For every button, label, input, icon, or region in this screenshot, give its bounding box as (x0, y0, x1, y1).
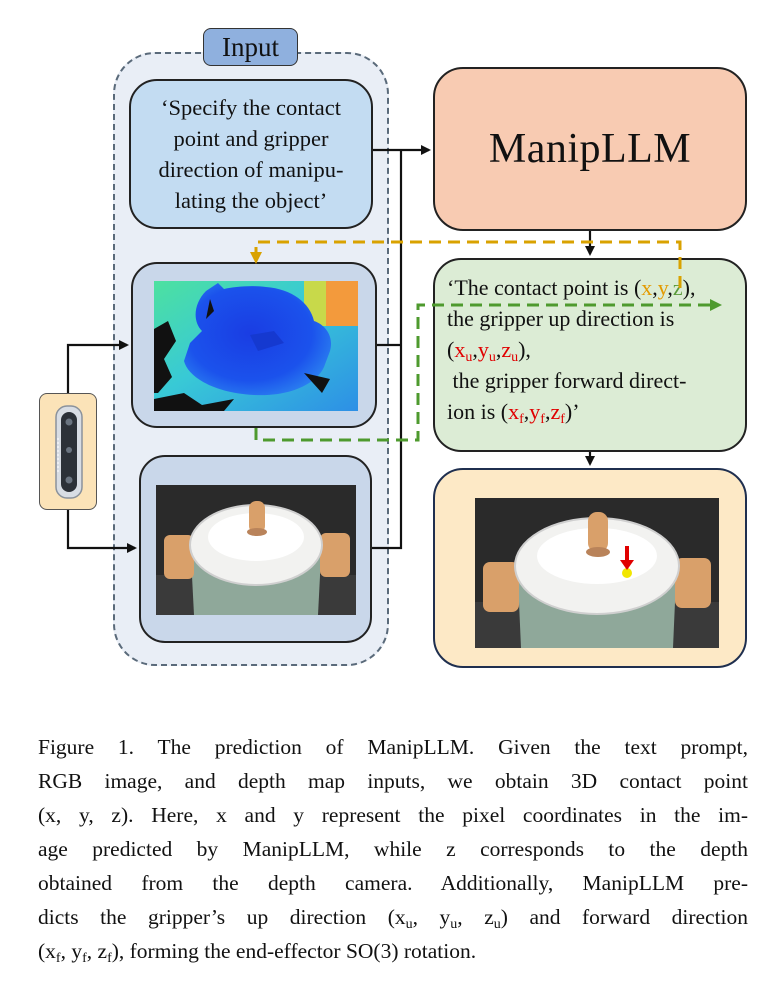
response-text: ion is ( (447, 399, 509, 424)
up-y: yu (477, 337, 496, 365)
up-z-base: z (501, 337, 512, 362)
response-text: ( (447, 337, 455, 362)
prompt-line: direction of manipu- (158, 157, 344, 182)
camera-to-rgb-arrow (66, 510, 137, 553)
rgb-to-merge-line (372, 150, 403, 550)
z-dashed-arrow (254, 299, 722, 442)
fwd-x-sub: f (519, 412, 524, 427)
manipllm-box: ManipLLM (433, 67, 747, 231)
caption-line: age predicted by ManipLLM, while z corre… (38, 832, 748, 866)
caption-line: RGB image, and depth map inputs, we obta… (38, 764, 748, 798)
contact-x: x (641, 275, 653, 300)
model-name: ManipLLM (488, 126, 692, 172)
up-y-sub: u (488, 350, 496, 365)
depth-camera-icon (55, 405, 83, 499)
input-label: Input (203, 28, 298, 66)
figure-caption: Figure 1. The prediction of ManipLLM. Gi… (38, 730, 748, 968)
response-text: , (544, 399, 551, 424)
up-z-sub: u (511, 350, 519, 365)
response-text: , (523, 399, 530, 424)
prompt-box: ‘Specify the contact point and gripper d… (129, 79, 373, 229)
caption-text: , y (412, 905, 451, 929)
prediction-pot-image (475, 498, 719, 648)
caption-text: (x (38, 939, 56, 963)
contact-z: z (672, 275, 683, 300)
connector-layer (66, 145, 722, 553)
caption-sub: f (55, 951, 61, 966)
response-line-5: ion is (xf,yf,zf)’ (447, 396, 745, 427)
response-text: , (495, 337, 502, 362)
caption-text: obtained from the depth camera. Addition… (38, 871, 748, 895)
response-line-1: ‘The contact point is (x,y,z), (447, 272, 745, 303)
response-text: ‘The contact point is ( (447, 275, 642, 300)
response-line-2: the gripper up direction is (447, 306, 675, 331)
red-down-arrow-icon (620, 546, 634, 570)
depth-image-frame (131, 262, 377, 428)
prompt-line: ‘Specify the contact (161, 95, 341, 120)
caption-sub: f (82, 951, 87, 966)
response-text: ), (682, 275, 696, 300)
caption-sub: u (493, 917, 501, 932)
caption-text: age predicted by ManipLLM, while z corre… (38, 837, 748, 861)
caption-text: ), forming the end-effector SO(3) rotati… (111, 939, 477, 963)
caption-sub: f (107, 951, 112, 966)
rgb-image-frame (139, 455, 372, 643)
fwd-z-base: z (550, 399, 561, 424)
response-text: , (472, 337, 478, 362)
prediction-frame (433, 468, 747, 668)
response-text: ), (518, 337, 531, 362)
fwd-x: xf (508, 399, 524, 427)
caption-text: (x, y, z). Here, x and y represent the p… (38, 803, 748, 827)
up-z: zu (501, 337, 519, 365)
caption-text: dicts the gripper’s up direction (x (38, 905, 406, 929)
caption-text: Figure 1. The prediction of ManipLLM. Gi… (38, 735, 748, 759)
camera-to-depth-arrow (66, 340, 129, 393)
caption-text: , y (60, 939, 83, 963)
fwd-z-sub: f (560, 412, 565, 427)
caption-line: dicts the gripper’s up direction (xu, yu… (38, 900, 748, 934)
prompt-text: ‘Specify the contact point and gripper d… (159, 92, 344, 216)
prompt-line: lating the object’ (174, 188, 328, 213)
fwd-y-base: y (529, 399, 541, 424)
caption-line: obtained from the depth camera. Addition… (38, 866, 748, 900)
up-x: xu (454, 337, 473, 365)
camera-panel (39, 393, 97, 510)
response-text: , (652, 275, 658, 300)
caption-text: ) and forward direction (500, 905, 749, 929)
up-x-sub: u (465, 350, 473, 365)
contact-point-marker (622, 568, 632, 578)
prompt-line: point and gripper (173, 126, 329, 151)
rgb-pot-image (156, 485, 356, 615)
caption-line: (xf, yf, zf), forming the end-effector S… (38, 934, 748, 968)
caption-line: (x, y, z). Here, x and y represent the p… (38, 798, 748, 832)
contact-y: y (657, 275, 668, 300)
up-y-base: y (477, 337, 489, 362)
response-text: )’ (564, 399, 580, 424)
fwd-z: zf (550, 399, 565, 427)
fwd-x-base: x (508, 399, 520, 424)
caption-sub: u (405, 917, 413, 932)
response-text: , (667, 275, 673, 300)
caption-text: , z (457, 905, 494, 929)
depth-map-image (154, 281, 358, 411)
response-box: ‘The contact point is (x,y,z), the gripp… (433, 258, 747, 452)
response-line-4: the gripper forward direct- (447, 368, 687, 393)
up-x-base: x (454, 337, 466, 362)
caption-line: Figure 1. The prediction of ManipLLM. Gi… (38, 730, 748, 764)
caption-text: RGB image, and depth map inputs, we obta… (38, 769, 748, 793)
xy-dashed-arrow (250, 240, 682, 288)
caption-text: , z (86, 939, 108, 963)
fwd-y-sub: f (540, 412, 545, 427)
fwd-y: yf (529, 399, 545, 427)
caption-sub: u (450, 917, 458, 932)
manipllm-diagram: Input ‘Specify the contact point and gri… (39, 28, 747, 668)
response-line-3: (xu,yu,zu), (447, 334, 745, 365)
